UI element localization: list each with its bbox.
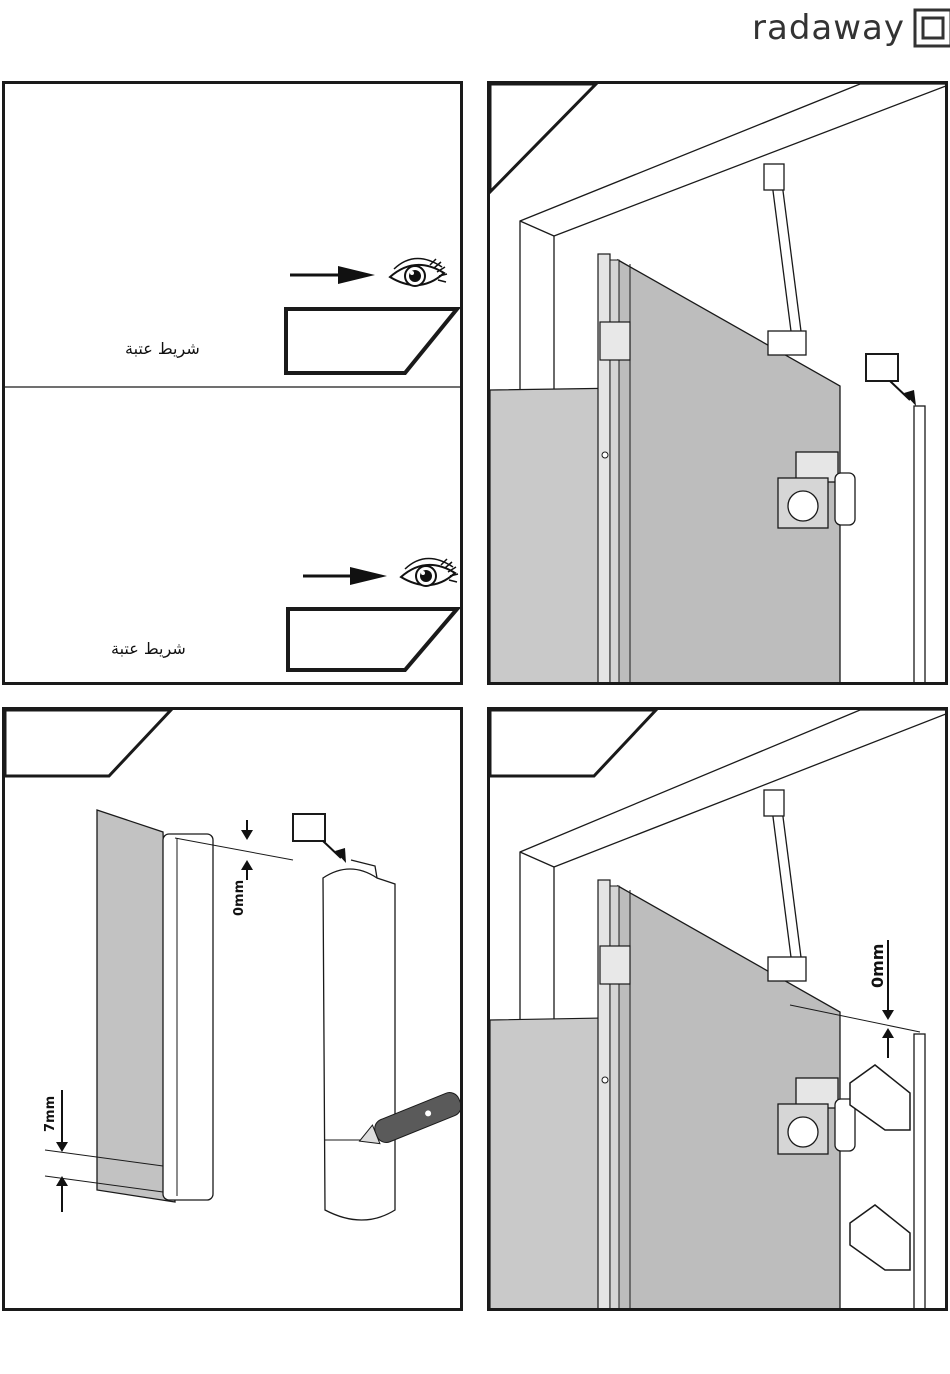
arrow-bottom xyxy=(303,567,387,585)
dimension-top-label: 0mm xyxy=(232,880,247,916)
eye-icon-bottom xyxy=(401,558,458,586)
threshold-label-bottom: شريط عتبة xyxy=(111,639,186,658)
eye-icon-top xyxy=(390,258,447,286)
brand-square-icon xyxy=(913,8,950,48)
seal-profile xyxy=(323,860,395,1220)
part-callout xyxy=(293,814,346,863)
panel-threshold-orientation: شريط عتبة شريط عتبة xyxy=(2,81,463,685)
panel-seal-installation: 0mm xyxy=(487,707,948,1311)
vertical-seal xyxy=(914,1034,925,1311)
panel-seal-cutting: 0mm 7mm xyxy=(2,707,463,1311)
threshold-strip-bottom xyxy=(288,609,457,670)
threshold-label-top: شريط عتبة xyxy=(125,339,200,358)
vertical-seal xyxy=(914,406,925,685)
dimension-bottom-label: 7mm xyxy=(43,1096,58,1132)
door-edge-with-seal xyxy=(97,810,213,1202)
dimension-top-label: 0mm xyxy=(868,944,887,988)
brand-name: radaway xyxy=(752,11,905,45)
arrow-top xyxy=(290,266,375,284)
threshold-strip-top xyxy=(286,309,457,373)
brand-logo: radaway xyxy=(752,8,950,48)
panel-seal-placement xyxy=(487,81,948,685)
